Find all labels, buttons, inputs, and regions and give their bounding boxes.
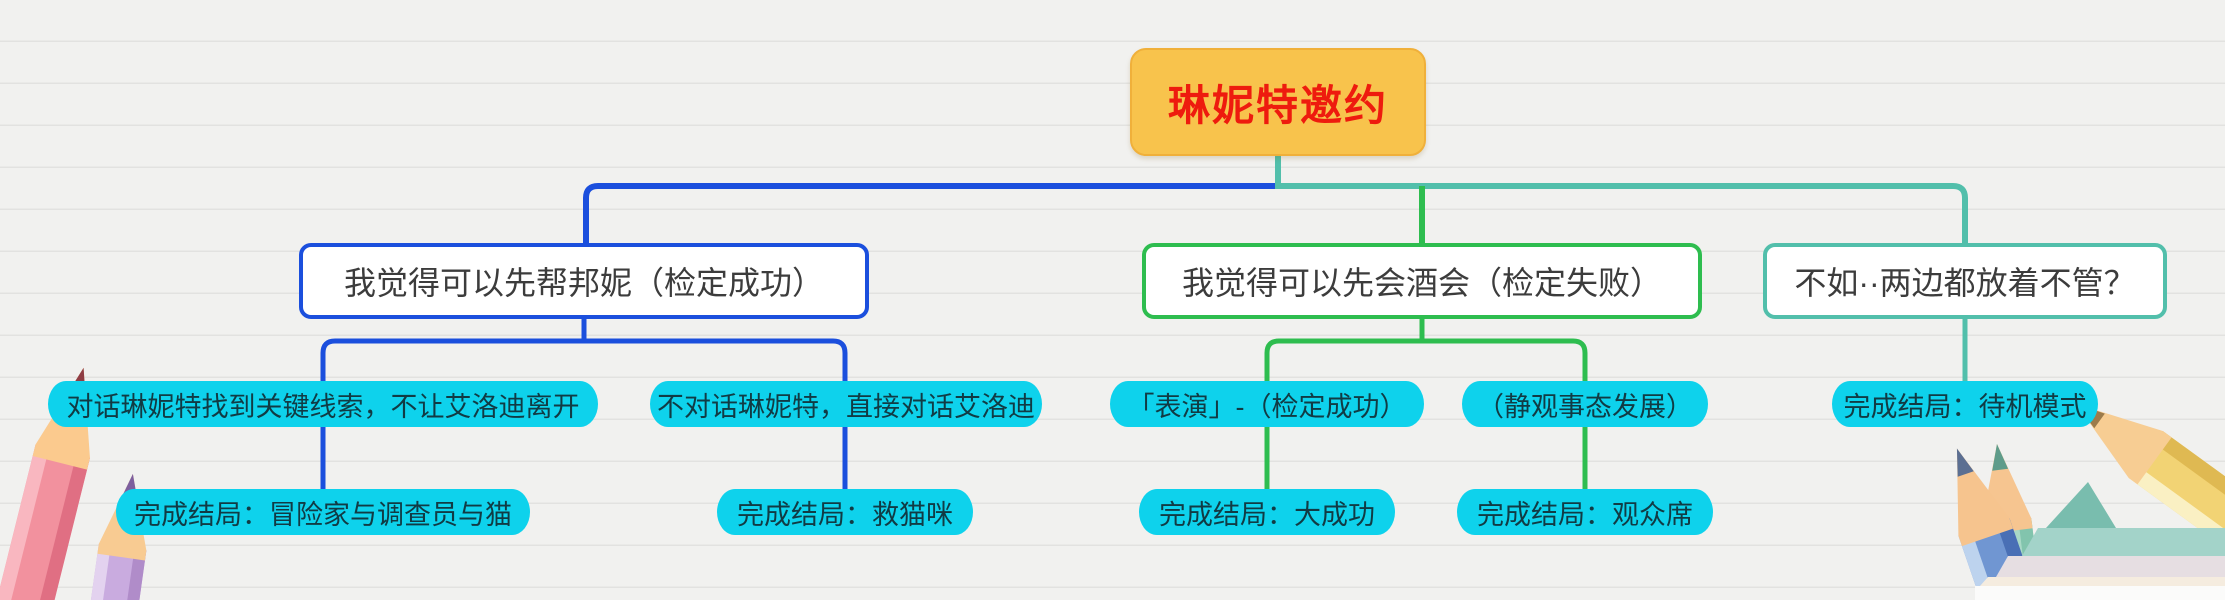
ending-node-standby[interactable]: 完成结局：待机模式 [1832, 381, 2098, 427]
ending-node-audience[interactable]: 完成结局：观众席 [1457, 489, 1713, 535]
branch-node-bonnie[interactable]: 我觉得可以先帮邦妮（检定成功） [299, 243, 869, 319]
ending-node-save-cat[interactable]: 完成结局：救猫咪 [717, 489, 973, 535]
ruler-band-teal [2022, 528, 2225, 556]
child-node-talk-elodie[interactable]: 不对话琳妮特，直接对话艾洛迪 [650, 381, 1042, 427]
child-node-perform[interactable]: 「表演」-（检定成功） [1110, 381, 1424, 427]
child-node-talk-lynette[interactable]: 对话琳妮特找到关键线索，不让艾洛迪离开 [48, 381, 598, 427]
connector-branch1-to-children [320, 317, 848, 382]
ruler-band-gray [1996, 556, 2225, 577]
connector-branch2-to-children [1264, 317, 1588, 382]
connector-root-to-branch1 [583, 183, 1278, 243]
branch-node-idle[interactable]: 不如··两边都放着不管？ [1763, 243, 2167, 319]
ending-node-great-success[interactable]: 完成结局：大成功 [1139, 489, 1395, 535]
branch-node-banquet[interactable]: 我觉得可以先会酒会（检定失败） [1142, 243, 1702, 319]
connector-children1-to-endings [320, 426, 848, 490]
connector-root-to-branch3 [1278, 183, 1968, 243]
child-node-observe[interactable]: （静观事态发展） [1462, 381, 1708, 427]
connector-children2-to-endings [1264, 426, 1588, 490]
ruler-wedge [2046, 482, 2116, 528]
ruler-band-cream [1980, 577, 2225, 586]
ending-node-adventurer[interactable]: 完成结局：冒险家与调查员与猫 [116, 489, 530, 535]
root-node[interactable]: 琳妮特邀约 [1130, 48, 1426, 156]
ruler-band-white [1975, 586, 2225, 600]
